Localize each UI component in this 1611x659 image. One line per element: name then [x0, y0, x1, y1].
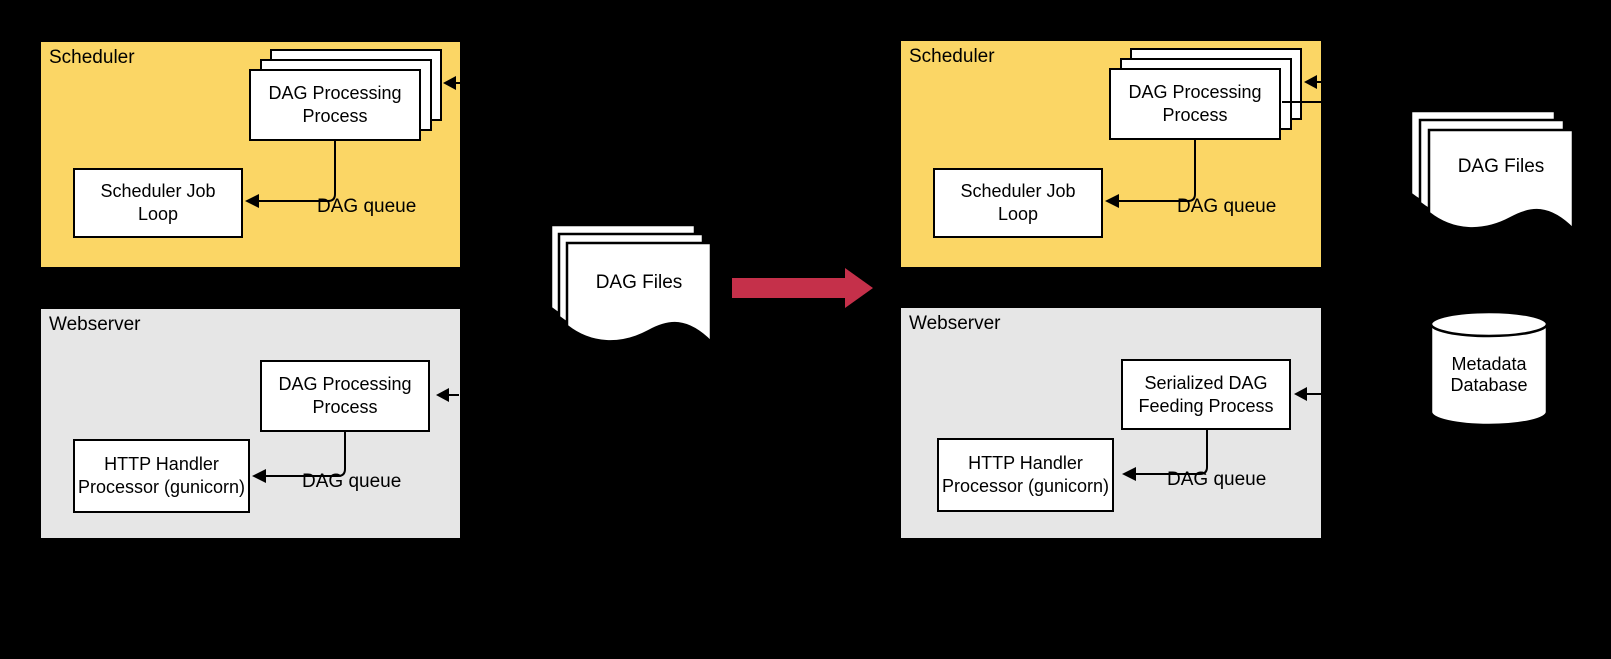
before-webserver-dag-queue-label: DAG queue: [302, 471, 402, 492]
migration-arrow-icon: [732, 268, 873, 308]
metadata-database-cylinder-icon: Metadata Database: [1428, 310, 1550, 430]
before-http-handler-box: HTTP Handler Processor (gunicorn): [73, 439, 250, 513]
after-dag-files-label: DAG Files: [1457, 156, 1545, 177]
after-scheduler-job-loop-box: Scheduler Job Loop: [933, 168, 1103, 238]
before-dag-processing-process-box: DAG Processing Process: [249, 69, 421, 141]
after-http-handler-box: HTTP Handler Processor (gunicorn): [937, 438, 1114, 512]
after-dag-files-stack-icon: DAG Files: [1409, 109, 1575, 234]
database-cylinder-icon: [1429, 310, 1549, 427]
before-webserver-dag-processing-box: DAG Processing Process: [260, 360, 430, 432]
before-scheduler-title: Scheduler: [49, 47, 135, 68]
document-sheet-front-icon: [1427, 128, 1575, 233]
metadata-database-label: Metadata Database: [1450, 354, 1528, 395]
dag-files-source-stack-icon: DAG Files: [549, 223, 714, 348]
document-sheet-front-icon: [565, 241, 713, 346]
after-dag-processing-process-box: DAG Processing Process: [1109, 68, 1281, 140]
after-scheduler-title: Scheduler: [909, 46, 995, 67]
after-serialized-dag-feeding-box: Serialized DAG Feeding Process: [1121, 359, 1291, 430]
before-webserver-title: Webserver: [49, 314, 141, 335]
after-webserver-title: Webserver: [909, 313, 1001, 334]
before-scheduler-job-loop-box: Scheduler Job Loop: [73, 168, 243, 238]
after-scheduler-dag-queue-label: DAG queue: [1177, 196, 1277, 217]
dag-files-source-label: DAG Files: [595, 272, 683, 293]
after-webserver-dag-queue-label: DAG queue: [1167, 469, 1267, 490]
before-scheduler-dag-queue-label: DAG queue: [317, 196, 417, 217]
